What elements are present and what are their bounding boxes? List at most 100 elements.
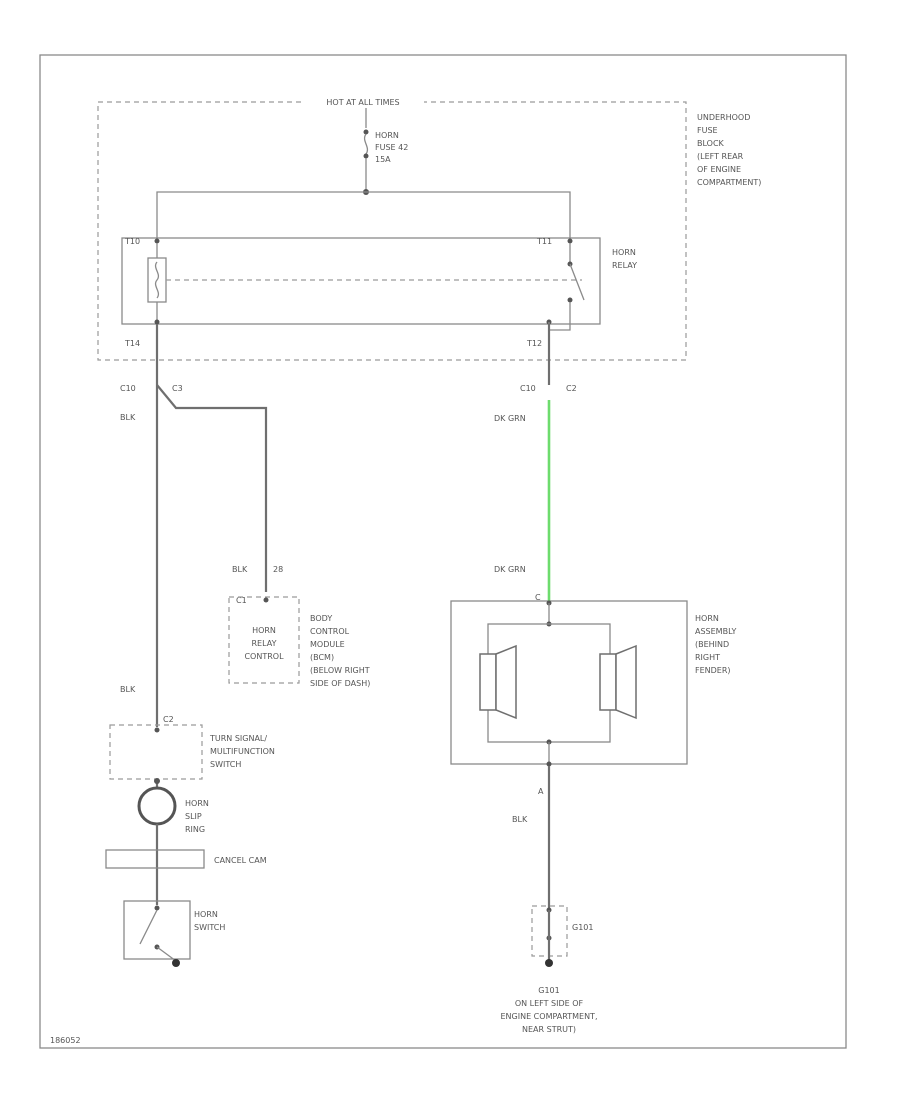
wire-color-label: BLK — [120, 413, 136, 422]
fuse-label-line: 15A — [375, 155, 391, 164]
fuse-terminal-top — [363, 129, 369, 135]
horn-assembly-box — [450, 600, 688, 765]
connector-label: C2 — [163, 715, 174, 724]
switch-to-ground-wire — [156, 946, 177, 962]
bcm-box-label-line: RELAY — [252, 639, 277, 648]
horn-switch-label-line: SWITCH — [194, 923, 225, 932]
turn-switch-label-line: SWITCH — [210, 760, 241, 769]
cancel-cam-label: CANCEL CAM — [214, 856, 267, 865]
relay-pin-label: T10 — [124, 237, 140, 246]
bcm-label-line: BODY — [310, 614, 332, 623]
horn-label-line: (BEHIND — [695, 640, 729, 649]
bcm-box — [228, 596, 300, 684]
fuse-block-label-line: (LEFT REAR — [697, 152, 744, 161]
fuse-block-label-line: BLOCK — [697, 139, 725, 148]
fuse-element-icon — [363, 133, 369, 155]
bcm-label-line: (BELOW RIGHT — [310, 666, 370, 675]
relay-terminal — [567, 238, 573, 244]
horn-label-line: ASSEMBLY — [695, 627, 736, 636]
turn-switch-label-line: MULTIFUNCTION — [210, 747, 275, 756]
speaker-magnet — [599, 653, 617, 711]
switch-blade — [139, 909, 158, 945]
horn-label-line: HORN — [695, 614, 719, 623]
underhood-fuse-block-outline — [97, 101, 687, 361]
cancel-cam-box — [105, 849, 205, 869]
relay-terminal — [154, 319, 160, 325]
switch-terminal-top — [154, 905, 160, 911]
bcm-label-line: MODULE — [310, 640, 345, 649]
figure-id-label: 186052 — [50, 1036, 81, 1045]
connector-label: C2 — [566, 384, 577, 393]
connector-label: C — [535, 593, 541, 602]
bcm-terminal — [263, 597, 269, 603]
horn-switch-box — [123, 900, 191, 960]
ground-label-line: ENGINE COMPARTMENT, — [501, 1012, 598, 1021]
bcm-label-line: SIDE OF DASH) — [310, 679, 370, 688]
turn-switch-terminal — [154, 727, 160, 733]
connector-label: G101 — [572, 923, 593, 932]
relay-label-line: HORN — [612, 248, 636, 257]
slip-ring-label-line: HORN — [185, 799, 209, 808]
wire-color-label: BLK — [120, 685, 136, 694]
horn-relay-box — [121, 237, 601, 325]
turn-switch-label-line: TURN SIGNAL/ — [209, 734, 267, 743]
ground-icon — [545, 959, 553, 967]
pin-label: 28 — [273, 565, 283, 574]
hot-label-mask — [302, 96, 424, 108]
relay-terminal — [154, 238, 160, 244]
ground-label-line: G101 — [538, 986, 559, 995]
horn-speaker-icon — [479, 644, 517, 720]
speaker-magnet — [479, 653, 497, 711]
contact-fixed — [567, 297, 573, 303]
relay-pin-label: T11 — [536, 237, 552, 246]
wire-color-label: BLK — [512, 815, 528, 824]
pin-label: A — [538, 787, 544, 796]
fuse-block-label-line: OF ENGINE — [697, 165, 741, 174]
relay-coil-icon — [147, 243, 167, 322]
hot-at-all-times-label: HOT AT ALL TIMES — [326, 98, 399, 107]
speaker-cone — [615, 644, 637, 720]
relay-pin-label: T14 — [124, 339, 140, 348]
ground-icon — [172, 959, 180, 967]
relay-contact-switch-icon — [567, 243, 585, 322]
slip-ring-label-line: RING — [185, 825, 205, 834]
horn-terminal — [546, 761, 552, 767]
speaker-cone — [495, 644, 517, 720]
relay-feed-bus — [156, 191, 571, 240]
horn-switch-label-line: HORN — [194, 910, 218, 919]
horn-label-line: FENDER) — [695, 666, 731, 675]
bcm-box-label-line: CONTROL — [244, 652, 284, 661]
bcm-label-line: (BCM) — [310, 653, 334, 662]
wire-color-label: DK GRN — [494, 414, 526, 423]
diagram-frame — [39, 54, 847, 1049]
connector-label: C10 — [120, 384, 136, 393]
ground-label-line: NEAR STRUT) — [522, 1025, 576, 1034]
coil-winding — [154, 261, 160, 299]
ground-label-line: ON LEFT SIDE OF — [515, 999, 584, 1008]
fuse-block-label-line: FUSE — [697, 126, 718, 135]
turn-signal-switch-box — [109, 724, 203, 780]
horn-label-line: RIGHT — [695, 653, 720, 662]
horn-fuse — [363, 108, 369, 195]
horn-speaker-icon — [599, 644, 637, 720]
blk-wire-to-bcm — [156, 384, 268, 592]
fuse-block-label: UNDERHOOD FUSE BLOCK (LEFT REAR OF ENGIN… — [697, 113, 761, 187]
bcm-box-label-line: HORN — [252, 626, 276, 635]
connector-label: C3 — [172, 384, 183, 393]
bcm-label-line: CONTROL — [310, 627, 350, 636]
slip-ring-terminal — [154, 778, 160, 784]
fuse-label-line: FUSE 42 — [375, 143, 408, 152]
horn-slip-ring-icon — [137, 786, 177, 826]
connector-label: C1 — [236, 596, 247, 605]
fuse-block-label-line: UNDERHOOD — [697, 113, 750, 122]
contact-arm — [569, 263, 585, 301]
fuse-label-line: HORN — [375, 131, 399, 140]
horn-switch-icon — [139, 905, 160, 950]
relay-label-line: RELAY — [612, 261, 637, 270]
wire-color-label: DK GRN — [494, 565, 526, 574]
fuse-terminal-bottom — [363, 153, 369, 159]
wire-color-label: BLK — [232, 565, 248, 574]
fuse-block-label-line: COMPARTMENT) — [697, 178, 761, 187]
connector-label: C10 — [520, 384, 536, 393]
